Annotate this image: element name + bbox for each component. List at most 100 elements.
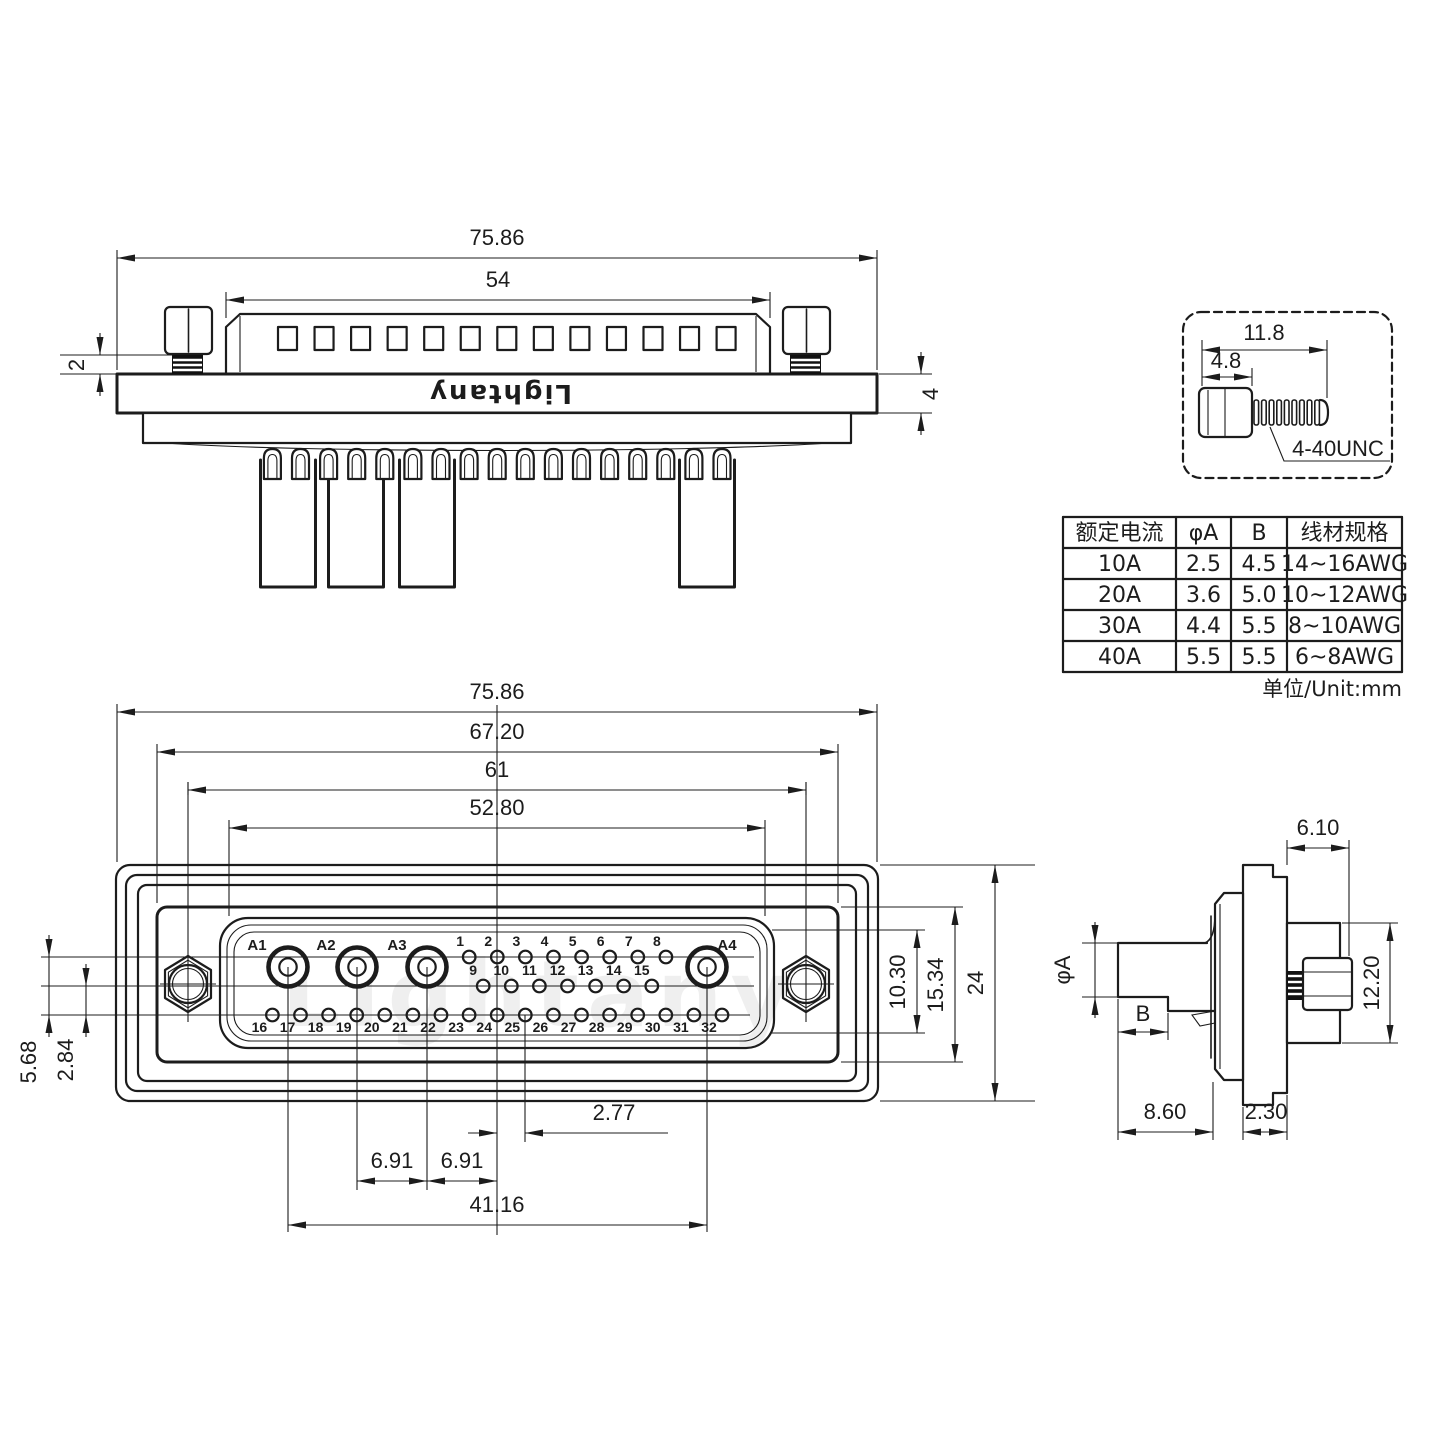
signal-pin-label: 15 [634, 962, 650, 978]
thread-spec-label: 4-40UNC [1292, 436, 1384, 461]
crimp-terminal-slot [435, 453, 447, 479]
signal-pin-label: 28 [589, 1019, 605, 1035]
front-view-dimensions: 75.86 67.20 61 52.80 10.30 15.34 [16, 679, 1035, 1229]
table-header-cell: 线材规格 [1300, 521, 1388, 546]
dim-body-width: 54 [486, 267, 510, 292]
crimp-terminal [347, 447, 367, 481]
solder-terminals [262, 447, 732, 481]
signal-pin-label: 32 [701, 1019, 717, 1035]
crimp-terminal [262, 447, 282, 481]
vent-window [459, 325, 481, 352]
crimp-terminal-slot [688, 453, 699, 479]
table-cell: 30A [1098, 614, 1141, 639]
dim-overall-width: 75.86 [469, 679, 524, 704]
signal-pin-label: 29 [617, 1019, 633, 1035]
signal-pin-label: 27 [561, 1019, 577, 1035]
dim-screw-head: 4.8 [1211, 348, 1242, 373]
crimp-terminal-slot [295, 453, 306, 479]
crimp-terminal-slot [716, 453, 728, 479]
crimp-terminal [656, 447, 676, 481]
crimp-terminal-slot [576, 453, 587, 479]
signal-pin-label: 7 [625, 933, 633, 949]
unit-note: 单位/Unit:mm [1262, 677, 1402, 701]
signal-pin-label: 1 [456, 933, 464, 949]
signal-pin-label: 31 [673, 1019, 689, 1035]
signal-pin-label: 2 [484, 933, 492, 949]
power-tail-tab [327, 458, 385, 589]
power-tail-tab [678, 458, 736, 589]
crimp-terminal [375, 447, 395, 481]
table-cell: 10~12AWG [1281, 583, 1408, 608]
dim-flange-height: 24 [963, 971, 988, 995]
table-header-cell: B [1251, 521, 1266, 546]
top-view-dimensions: 75.86 54 2 4 [60, 225, 943, 435]
vent-window [313, 325, 335, 352]
table-cell: 5.5 [1242, 614, 1277, 639]
side-shroud [1213, 891, 1245, 1082]
jackscrew-right [781, 305, 832, 374]
dim-screw-total: 11.8 [1243, 320, 1284, 345]
side-contact-step [1166, 995, 1217, 1013]
crimp-terminal-slot [464, 453, 475, 479]
thread-ridge [1268, 399, 1275, 426]
power-tail-tab [259, 458, 317, 589]
thread-ridge [1260, 399, 1267, 426]
signal-pin-label: 6 [597, 933, 605, 949]
crimp-terminal [403, 447, 423, 481]
side-flange [1241, 863, 1289, 1107]
crimp-terminal [431, 447, 451, 481]
dim-overall-width: 75.86 [469, 225, 524, 250]
thread-ridge [1314, 399, 1321, 426]
signal-pin-label: 9 [469, 962, 477, 978]
table-cell: 8~10AWG [1288, 614, 1401, 639]
crimp-terminal-slot [323, 453, 334, 479]
table-cell: 40A [1098, 645, 1141, 670]
thread-leader-line [1269, 426, 1390, 462]
detail-screw-thread [1253, 399, 1321, 426]
crimp-terminal [571, 447, 592, 481]
vent-window [350, 325, 372, 352]
dim-gap-a3-center: 6.91 [441, 1148, 484, 1173]
crimp-terminal [600, 447, 620, 481]
dim-rear-height: 12.20 [1359, 955, 1384, 1010]
power-contact-tails [259, 458, 736, 589]
signal-pin-label: 10 [494, 962, 510, 978]
dim-insert-height: 10.30 [885, 954, 910, 1009]
power-contact-label: A2 [316, 937, 335, 954]
vent-window [423, 325, 445, 352]
crimp-terminal-slot [407, 453, 418, 479]
vent-windows [276, 325, 737, 352]
crimp-terminal-slot [632, 453, 643, 479]
screw-detail: 11.8 4.8 4-40UNC [1181, 310, 1394, 480]
side-view-dimensions: 6.10 φA B 12.20 8.60 2.30 [1050, 815, 1398, 1140]
crimp-terminal [712, 447, 732, 481]
dim-power-span: 41.16 [469, 1192, 524, 1217]
thread-ridge [1253, 399, 1260, 426]
table-cell: 10A [1098, 552, 1141, 577]
side-retention-tine [1191, 1010, 1216, 1027]
signal-pin-label: 30 [645, 1019, 661, 1035]
power-contact-label: A1 [247, 937, 266, 954]
signal-pin-label: 13 [578, 962, 594, 978]
thread-ridge [1291, 399, 1298, 426]
table-cell: 5.5 [1242, 645, 1277, 670]
crimp-terminal [487, 447, 507, 481]
thread-ridge [1283, 399, 1290, 426]
dim-gap-a2-a3: 6.91 [371, 1148, 414, 1173]
crimp-terminal-slot [520, 453, 531, 479]
signal-pin-label: 11 [522, 962, 537, 978]
crimp-terminal [290, 447, 311, 481]
signal-pin-label: 4 [541, 933, 549, 949]
table-header-cell: 额定电流 [1075, 521, 1163, 546]
crimp-terminal-slot [548, 453, 559, 479]
vent-window [715, 325, 737, 352]
signal-pin-label: 16 [252, 1019, 268, 1035]
signal-pin-label: 19 [336, 1019, 352, 1035]
dim-tip-length: B [1136, 1001, 1151, 1026]
table-cell: 20A [1098, 583, 1141, 608]
side-contact-flare [1204, 914, 1216, 944]
